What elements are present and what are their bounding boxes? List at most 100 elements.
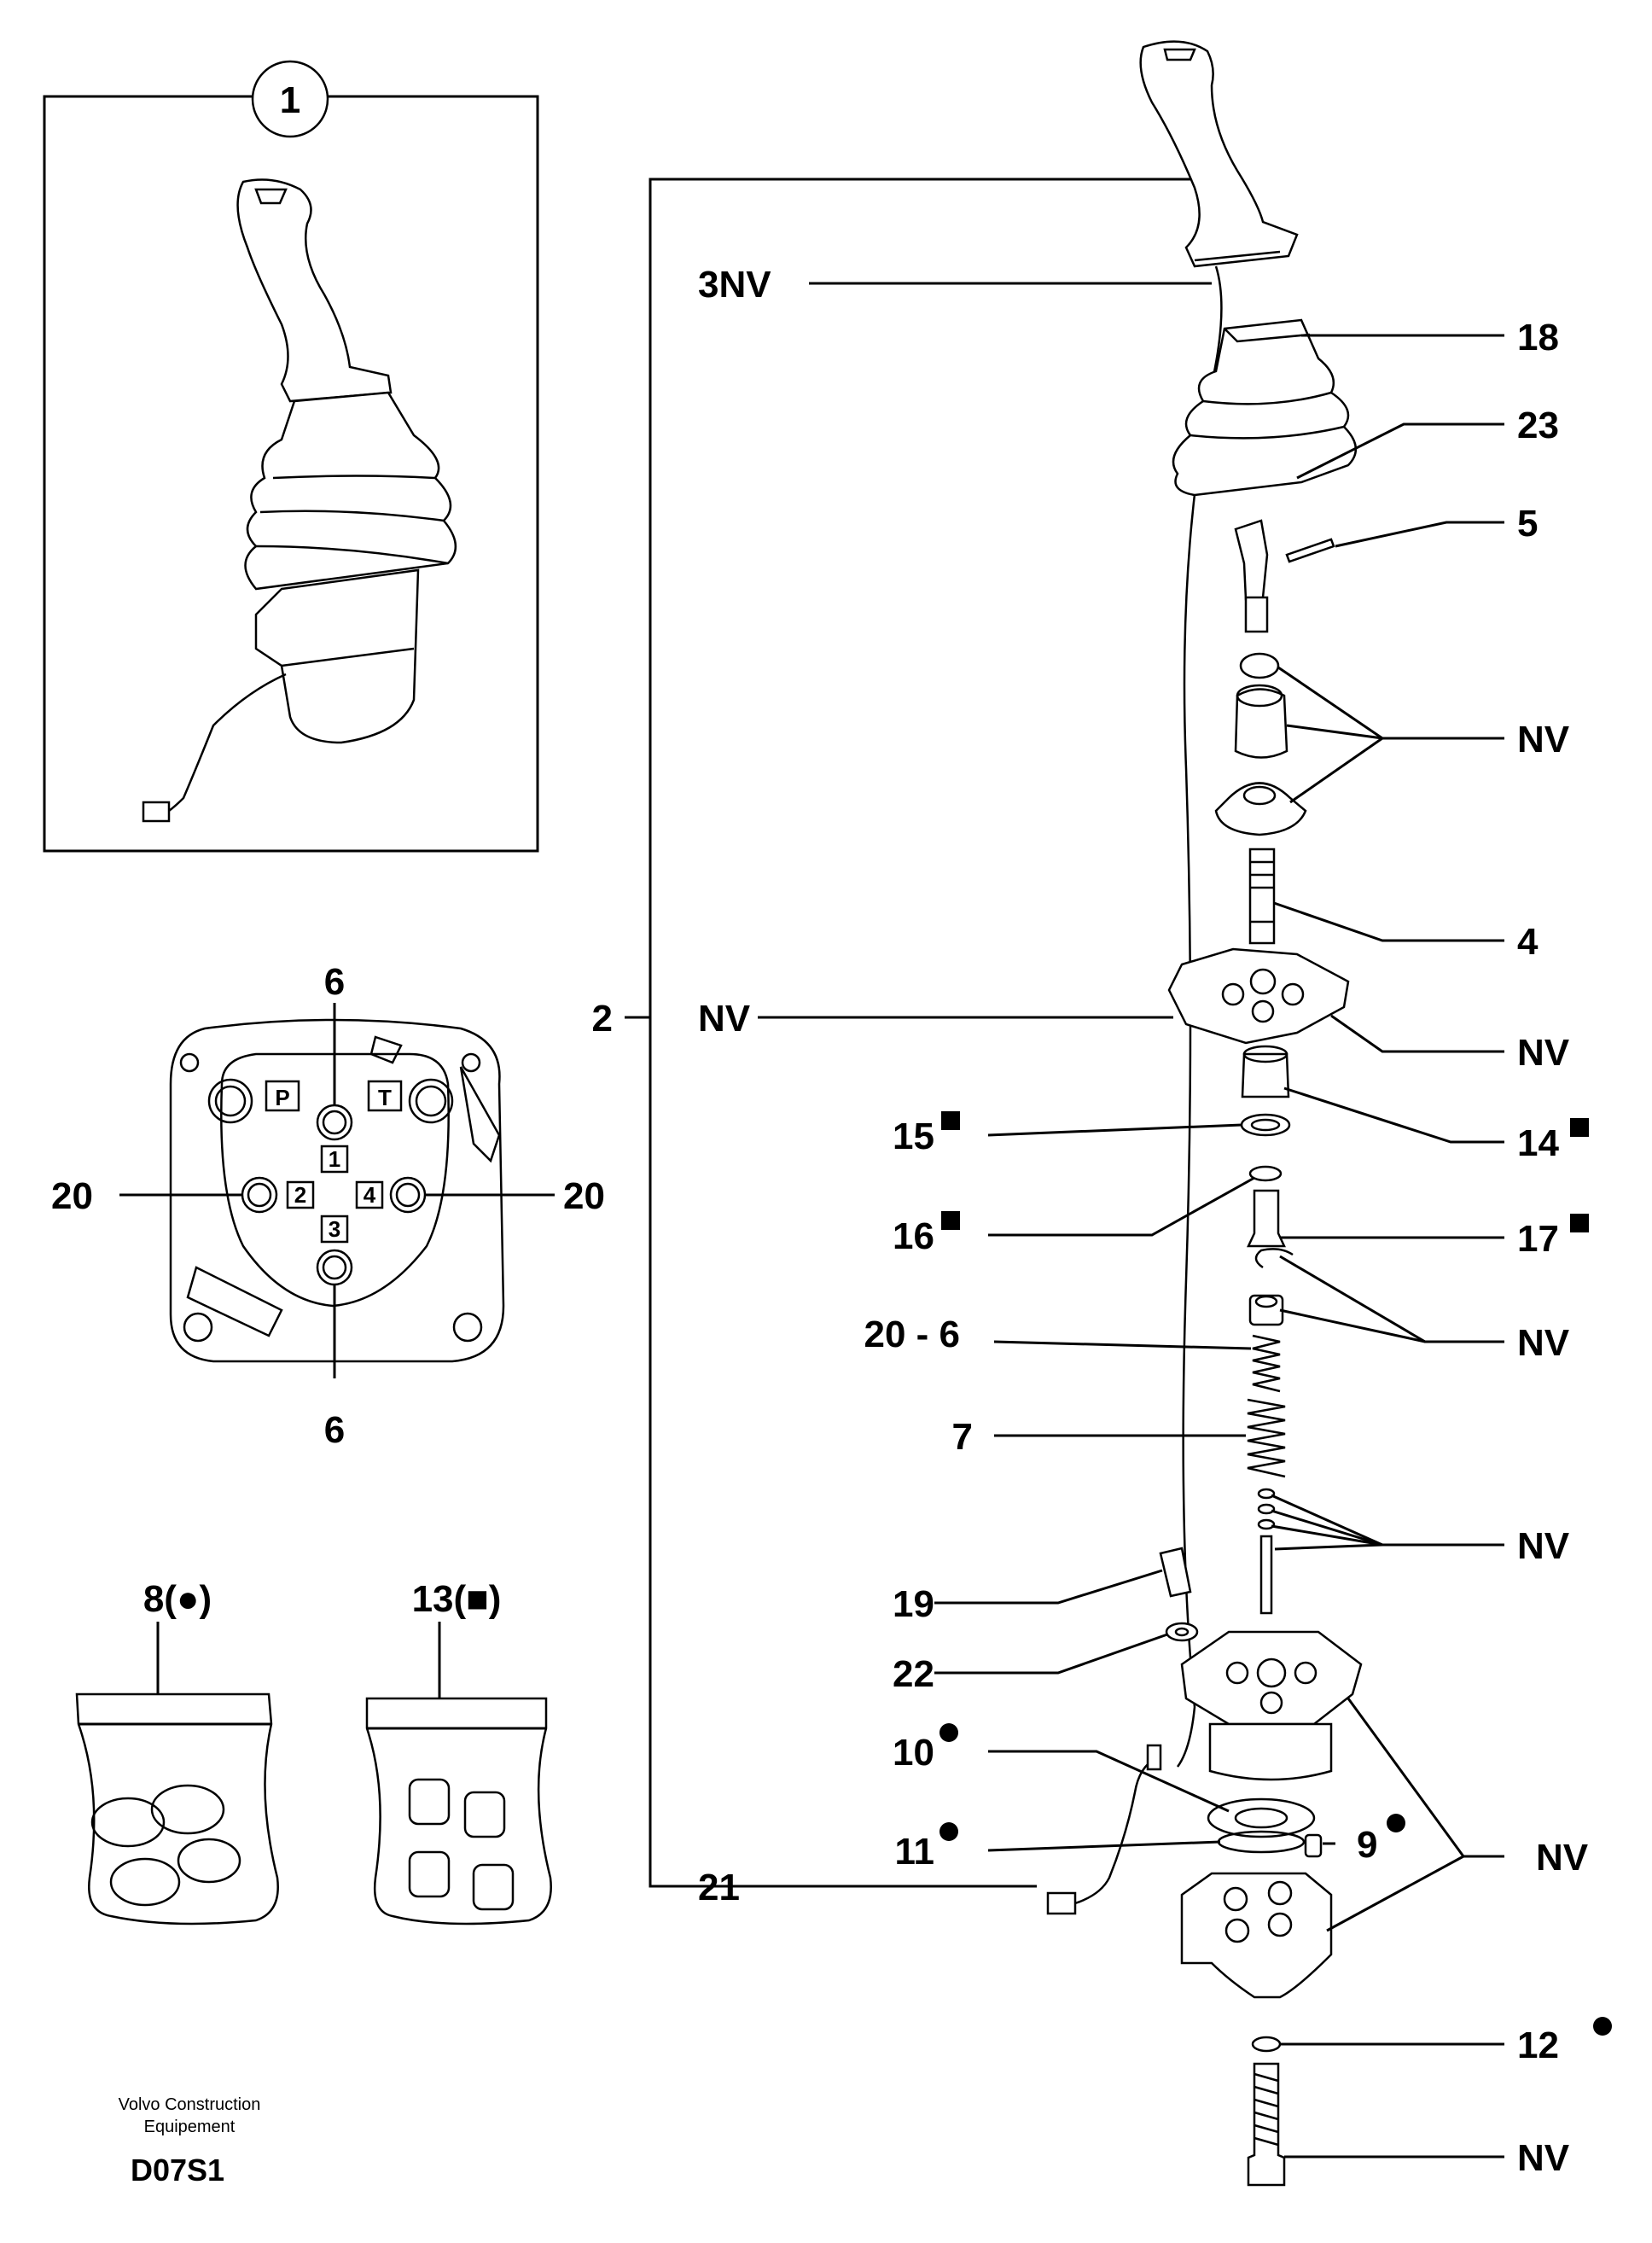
callout-15: 15 <box>893 1116 934 1157</box>
callout-10-dot <box>939 1723 958 1742</box>
port-1-box <box>320 1145 349 1174</box>
callout-nv-top: NV <box>1517 719 1570 760</box>
brand-line-1: Volvo Construction <box>119 2095 261 2114</box>
callout-nv-clip: NV <box>1517 1322 1570 1364</box>
part-20-6-spring <box>1252 1334 1281 1393</box>
part-12-oring <box>1251 2036 1282 2053</box>
seal-kit-13: 13(■) <box>365 1578 552 1925</box>
callout-11-dot <box>939 1822 958 1841</box>
part-18-boot <box>1172 318 1357 497</box>
part-9-dowel <box>1304 1833 1323 1858</box>
kit-8-label: 8(●) <box>143 1578 212 1620</box>
part-15-ring <box>1240 1113 1291 1137</box>
exploded-stack <box>1046 40 1363 2187</box>
body-edge <box>281 647 415 667</box>
inset-connector <box>142 801 171 823</box>
nv-collar <box>1248 1294 1284 1326</box>
nv-stem <box>1259 1535 1273 1615</box>
nv-bushing <box>1234 688 1288 759</box>
port-p-label: P <box>275 1085 289 1110</box>
part-23-lever <box>1234 519 1269 601</box>
callout-9: 9 <box>1357 1824 1377 1866</box>
base-plate-recess <box>220 1052 450 1308</box>
joystick-handle <box>236 178 393 403</box>
callout-15-square <box>941 1111 960 1130</box>
callout-4: 4 <box>1517 921 1539 963</box>
callout-2-nv: NV <box>698 998 751 1040</box>
seal-kit-8: 8(●) <box>75 1578 279 1925</box>
leader-lines <box>625 282 1504 2159</box>
assembled-joystick-inset: 1 <box>43 60 539 853</box>
callout-16: 16 <box>893 1215 934 1257</box>
brand-line-2: Equipement <box>144 2118 236 2136</box>
kit-13-label: 13(■) <box>412 1578 502 1620</box>
part-19-screw <box>1159 1547 1192 1598</box>
callout-nv-washers: NV <box>1517 1525 1570 1567</box>
part-10-gasket <box>1207 1797 1316 1838</box>
base-plate-outline <box>169 1018 505 1363</box>
inset-label: 1 <box>280 79 300 121</box>
callout-12: 12 <box>1517 2025 1559 2066</box>
callout-17-square <box>1570 1214 1589 1232</box>
callout-20-6: 20 - 6 <box>864 1314 960 1355</box>
nv-plate <box>1167 947 1350 1045</box>
port-left-callout: 20 <box>51 1175 93 1217</box>
callout-labels: 3NV 18 23 5 NV 4 2 NV NV 14 15 16 17 20 … <box>592 264 1612 2179</box>
assembly-bracket-line <box>649 178 1193 1888</box>
part-7-spring <box>1247 1398 1286 1478</box>
inset-label-circle <box>251 60 329 138</box>
drawing-code: D07S1 <box>131 2153 224 2188</box>
port-top-callout: 6 <box>324 961 345 1003</box>
part-14-seat <box>1241 1052 1290 1098</box>
kit-13-bag <box>365 1697 552 1925</box>
nv-lower-body <box>1180 1872 1333 1999</box>
callout-5: 5 <box>1517 503 1538 545</box>
nv-cone <box>1214 782 1307 836</box>
nv-bolt <box>1247 2062 1286 2187</box>
callout-23: 23 <box>1517 405 1559 446</box>
rubber-boot <box>244 391 457 591</box>
callout-21: 21 <box>698 1867 740 1908</box>
port-3-label: 3 <box>329 1216 340 1242</box>
callout-16-square <box>941 1211 960 1230</box>
callout-nv-plate: NV <box>1517 1032 1570 1074</box>
callout-nv-body: NV <box>1536 1837 1589 1879</box>
part-21-connector <box>1046 1891 1077 1915</box>
callout-10: 10 <box>893 1732 934 1774</box>
port-p-box <box>265 1080 300 1112</box>
callout-2: 2 <box>592 998 613 1040</box>
port-t-label: T <box>378 1085 392 1110</box>
part-5-pin <box>1285 538 1335 563</box>
callout-17: 17 <box>1517 1218 1559 1260</box>
part-16-oring <box>1248 1165 1283 1182</box>
bracket-lower <box>186 1266 283 1337</box>
port-layout-view: P T 1 2 4 3 6 6 20 20 <box>51 961 605 1451</box>
nv-upper-body <box>1180 1630 1363 1726</box>
mount-hole-br <box>452 1312 483 1343</box>
part-22-washer <box>1165 1622 1199 1642</box>
callout-12-dot <box>1593 2017 1612 2036</box>
callout-11: 11 <box>894 1831 934 1873</box>
part-4-shaft <box>1248 848 1276 945</box>
valve-body <box>254 568 420 744</box>
port-bottom-callout: 6 <box>324 1409 345 1451</box>
inset-cable <box>161 673 287 817</box>
mount-hole-tl <box>207 1078 253 1124</box>
callout-18: 18 <box>1517 317 1559 358</box>
mount-hole-tr <box>408 1078 454 1124</box>
part-handle <box>1139 40 1299 268</box>
mount-hole-bl <box>183 1312 213 1343</box>
callout-14-square <box>1570 1118 1589 1137</box>
port-4-label: 4 <box>364 1182 376 1208</box>
kit-8-bag <box>75 1692 279 1925</box>
callout-9-dot <box>1387 1814 1405 1832</box>
callout-3nv: 3NV <box>698 264 771 306</box>
port-t-box <box>367 1080 403 1112</box>
handle-top-button <box>254 188 288 205</box>
callout-19: 19 <box>893 1583 934 1625</box>
callout-nv-bolt: NV <box>1517 2137 1570 2179</box>
callout-14: 14 <box>1517 1122 1559 1164</box>
nv-clip <box>1254 1248 1294 1269</box>
boot-ribs <box>255 475 449 565</box>
